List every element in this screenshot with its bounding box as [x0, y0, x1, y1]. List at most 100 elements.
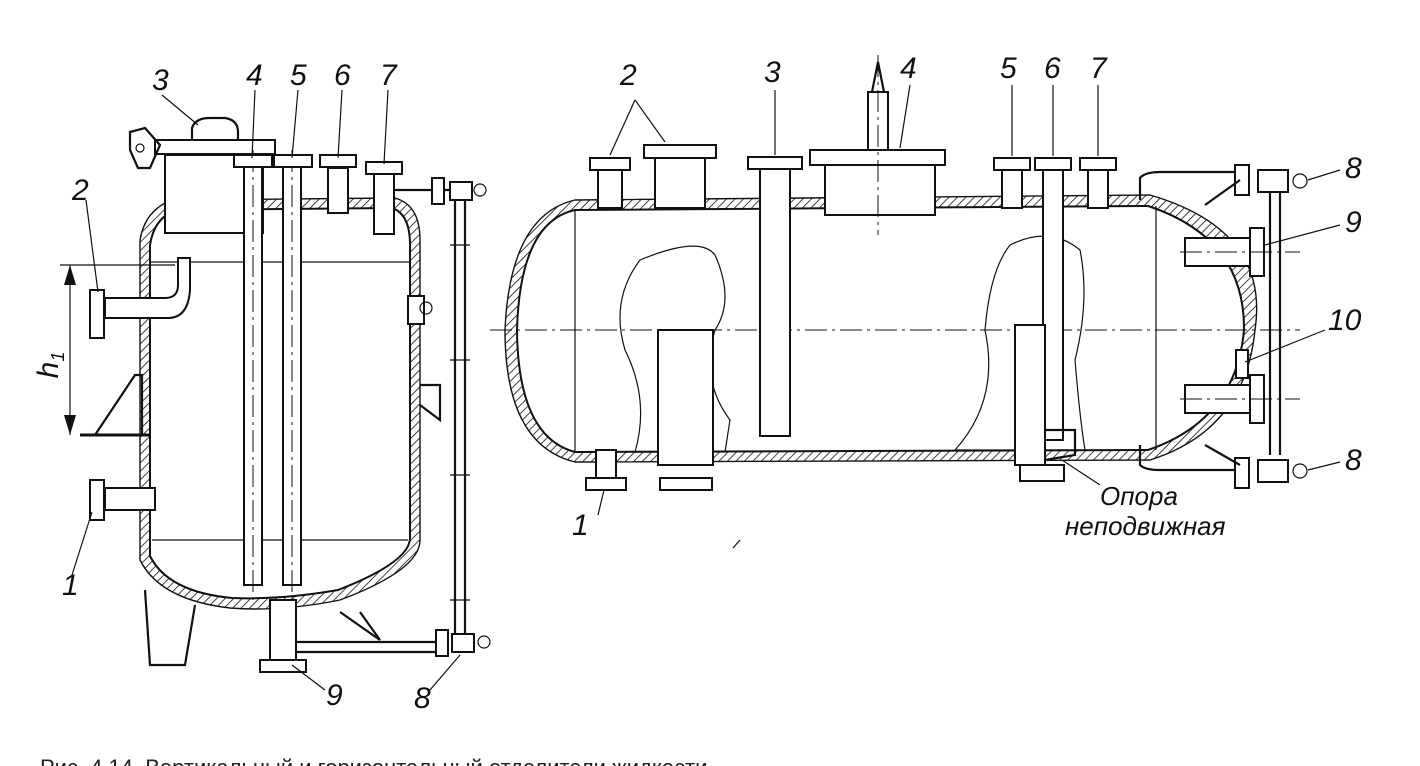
vertical-gauge-top-handle — [473, 183, 487, 197]
support-label-line1: Опора — [1100, 481, 1178, 511]
vertical-lug — [128, 126, 162, 170]
horizontal-flange-2b — [643, 144, 717, 159]
callout-v6: 6 — [334, 59, 351, 92]
leader-h8-top — [1307, 169, 1341, 181]
horizontal-gauge-bottom-pipe — [1138, 445, 1235, 472]
horizontal-support-right-foot — [1044, 428, 1077, 462]
callout-v5: 5 — [290, 59, 307, 92]
horizontal-support-left-base — [659, 477, 713, 491]
vertical-side-valve — [419, 301, 433, 315]
leader-h4 — [899, 84, 911, 149]
callout-v4: 4 — [246, 59, 263, 92]
leader-v3 — [161, 94, 199, 126]
horizontal-gauge-top-pipe — [1138, 170, 1235, 200]
vertical-flange-1 — [89, 479, 105, 521]
leader-h10 — [1244, 329, 1326, 363]
horizontal-vessel-inner — [515, 204, 1246, 454]
dimension-arrow-top — [64, 265, 76, 285]
horizontal-gauge-top-valve — [1257, 169, 1289, 193]
horizontal-flange-1 — [585, 477, 627, 491]
vertical-nozzle-6 — [327, 167, 349, 214]
vertical-gauge-bottom-valve — [451, 633, 475, 653]
horizontal-nozzle-1 — [595, 449, 617, 479]
horizontal-flange-3 — [747, 156, 803, 170]
callout-h6: 6 — [1044, 52, 1061, 85]
callout-h3: 3 — [764, 56, 781, 89]
callout-v7: 7 — [380, 59, 398, 92]
callout-h8-bottom: 8 — [1345, 444, 1362, 477]
vertical-vessel: h1 3 2 1 4 5 6 7 9 8 — [32, 59, 491, 715]
horizontal-breakout-right — [953, 235, 1086, 451]
horizontal-gauge-strut-top — [1204, 179, 1241, 206]
horizontal-gauge-bottom-valve — [1257, 459, 1289, 483]
vertical-top-handle — [190, 116, 240, 140]
horizontal-nozzle-7 — [1087, 169, 1109, 209]
vertical-gauge-bottom-handle — [477, 635, 491, 649]
horizontal-vessel: 2 3 4 5 6 7 1 8 8 9 10 Опора неподвижная — [490, 52, 1362, 542]
vertical-flange-2 — [89, 289, 105, 339]
horizontal-support-left — [657, 329, 714, 466]
leader-v2 — [85, 199, 99, 293]
vertical-nozzle-2 — [104, 257, 191, 319]
vertical-right-bracket — [419, 383, 442, 423]
horizontal-small-fitting — [1235, 349, 1249, 379]
dimension-label-h1: h1 — [32, 352, 68, 379]
vertical-flange-5 — [273, 154, 313, 168]
vertical-drain-support — [339, 611, 381, 641]
figure-caption: Рис. 4.14. Вертикальный и горизонтальный… — [40, 755, 707, 766]
horizontal-tube-3 — [759, 167, 791, 437]
leader-v9 — [291, 664, 326, 691]
callout-h10: 10 — [1328, 304, 1362, 337]
leader-h2b — [634, 99, 666, 143]
callout-h8-top: 8 — [1345, 152, 1362, 185]
vertical-gauge-top-valve — [449, 181, 473, 201]
leader-v8 — [429, 654, 461, 691]
callout-v8: 8 — [414, 682, 431, 715]
horizontal-nozzle-5 — [1001, 169, 1023, 209]
leader-v5 — [291, 89, 299, 159]
horizontal-nozzle-2a — [597, 169, 623, 209]
vertical-flange-9 — [259, 659, 307, 673]
horizontal-flange-2a — [589, 157, 631, 171]
vertical-drain-9 — [269, 599, 297, 661]
callout-h1: 1 — [572, 509, 589, 542]
leader-v1 — [71, 511, 93, 576]
vertical-lug-hole — [135, 143, 145, 153]
horizontal-gauge-top-flange — [1234, 164, 1250, 196]
horizontal-flange-7 — [1079, 157, 1117, 171]
leader-v4 — [251, 89, 256, 159]
callout-v1: 1 — [62, 569, 79, 602]
horizontal-gauge-bottom-flange — [1234, 457, 1250, 489]
callout-h9: 9 — [1345, 206, 1362, 239]
callout-h7: 7 — [1090, 52, 1108, 85]
callout-h4: 4 — [900, 52, 917, 85]
horizontal-breakout-left — [619, 245, 731, 453]
horizontal-gauge-bottom-handle — [1292, 463, 1308, 479]
vertical-support-bracket — [92, 373, 144, 437]
callout-h2: 2 — [619, 59, 637, 92]
vertical-nozzle-7 — [373, 171, 395, 235]
vertical-gauge-top-flange — [431, 177, 445, 205]
stray-mark — [732, 539, 741, 549]
vertical-nozzle-1 — [104, 487, 156, 511]
horizontal-dome-4 — [824, 164, 936, 216]
callout-v9: 9 — [326, 679, 343, 712]
vertical-gauge-bottom-flange — [435, 629, 449, 657]
leader-support — [1061, 459, 1101, 486]
leader-h1 — [597, 489, 605, 516]
support-label-line2: неподвижная — [1065, 511, 1226, 541]
vertical-top-flange — [154, 139, 276, 155]
horizontal-support-right — [1014, 324, 1046, 466]
vertical-flange-4 — [233, 154, 273, 168]
leader-v6 — [337, 89, 343, 159]
leader-v7 — [383, 89, 389, 165]
callout-v3: 3 — [152, 64, 169, 97]
horizontal-support-right-base — [1019, 464, 1065, 482]
callout-v2: 2 — [71, 174, 89, 207]
horizontal-flange-6 — [1034, 157, 1072, 171]
horizontal-gauge-strut-bottom — [1204, 444, 1241, 466]
vertical-leg — [143, 589, 197, 667]
callout-h5: 5 — [1000, 52, 1017, 85]
leader-h9 — [1264, 224, 1341, 246]
horizontal-flange-5 — [993, 157, 1031, 171]
